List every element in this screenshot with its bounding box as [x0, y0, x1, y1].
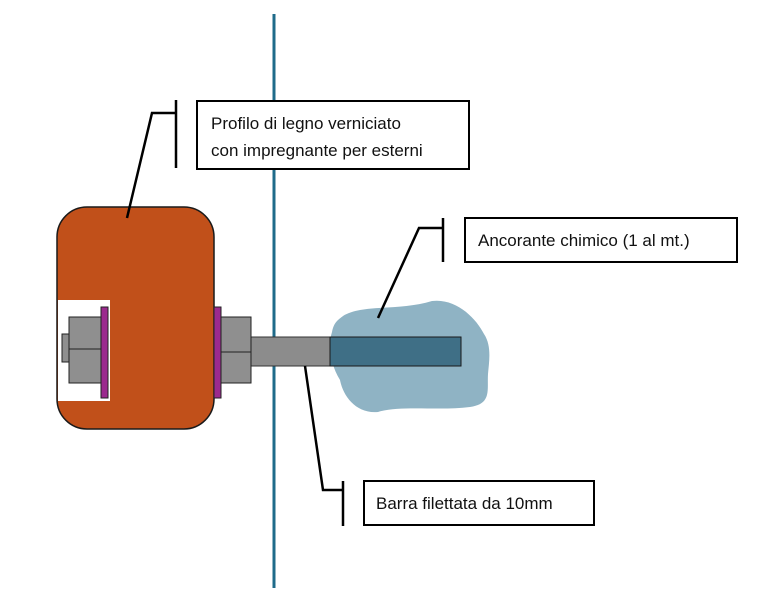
chemical-anchor-callout: [464, 217, 738, 263]
threaded-rod-callout: [363, 480, 595, 526]
right-nut: [220, 316, 252, 384]
left-washer: [100, 306, 109, 399]
threaded-rod: [249, 336, 336, 367]
right-washer: [213, 306, 222, 399]
threaded-rod-embedded: [329, 336, 462, 367]
wood-profile-label-line2: con impregnante per esterni: [211, 141, 423, 160]
threaded-rod-leader: [303, 365, 345, 526]
chemical-anchor-label: Ancorante chimico (1 al mt.): [478, 231, 690, 250]
wood-profile-label-line1: Profilo di legno verniciato: [211, 114, 401, 133]
wood-profile-leader: [125, 100, 178, 219]
chemical-anchor-leader: [376, 218, 445, 319]
threaded-rod-label: Barra filettata da 10mm: [376, 494, 553, 513]
wood-profile-callout: [196, 100, 470, 170]
